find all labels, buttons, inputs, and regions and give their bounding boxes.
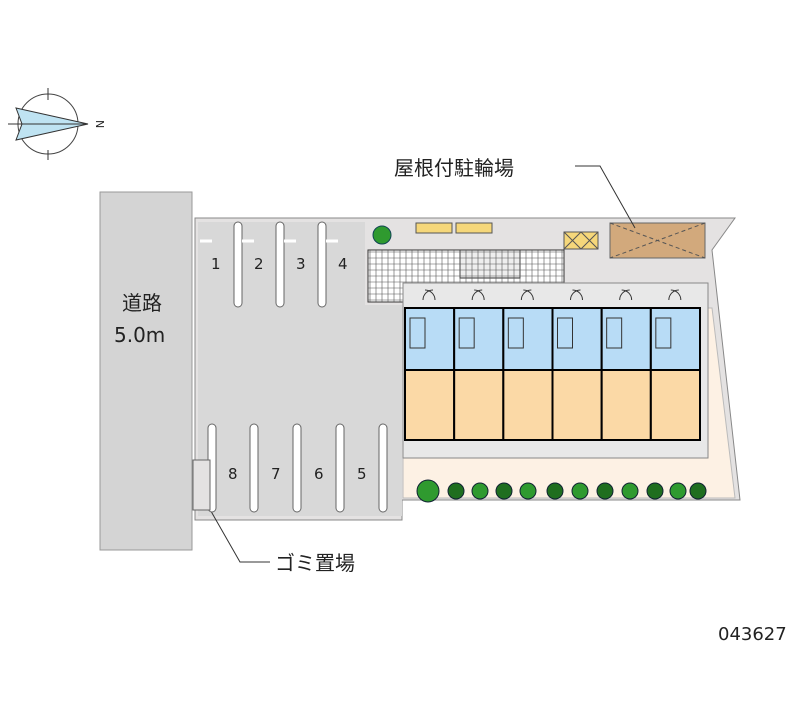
storage-box-icon (563, 231, 599, 250)
bicycle-parking-roof (609, 222, 706, 259)
parking-divider (317, 221, 327, 308)
parking-divider (378, 423, 388, 513)
bench-icon (415, 222, 453, 234)
apartment-unit (453, 289, 505, 441)
parking-area (198, 222, 402, 516)
tree-icon (372, 225, 392, 245)
tree-icon (447, 482, 465, 500)
parking-divider (275, 221, 285, 308)
leader-line (575, 165, 636, 229)
parking-space-number: 3 (296, 255, 306, 273)
property-id: 043627 (718, 624, 787, 645)
tree-icon (669, 482, 687, 500)
apartment-unit (551, 289, 603, 441)
apartment-unit (649, 289, 701, 441)
road-name: 道路 (122, 291, 162, 315)
apartment-unit (404, 289, 456, 441)
apartment-unit (502, 289, 554, 441)
tree-icon (546, 482, 564, 500)
leader-line (199, 491, 270, 563)
parking-space-number: 2 (254, 255, 264, 273)
parking-divider (233, 221, 243, 308)
tree-icon (416, 479, 440, 503)
parking-space-number: 8 (228, 465, 238, 483)
bench-icon (455, 222, 493, 234)
apartment-unit (600, 289, 652, 441)
parking-space-number: 4 (338, 255, 348, 273)
tree-icon (596, 482, 614, 500)
parking-space-number: 5 (357, 465, 367, 483)
road (99, 191, 193, 551)
parking-space-number: 7 (271, 465, 281, 483)
compass-north-label: N (93, 120, 106, 128)
tree-icon (571, 482, 589, 500)
tree-icon (495, 482, 513, 500)
parking-divider (249, 423, 259, 513)
parking-space-number: 1 (211, 255, 221, 273)
garbage-area-label: ゴミ置場 (275, 551, 355, 575)
bicycle-parking-label: 屋根付駐輪場 (394, 156, 514, 180)
tree-icon (646, 482, 664, 500)
road-width: 5.0m (114, 323, 165, 347)
tree-icon (471, 482, 489, 500)
parking-divider (292, 423, 302, 513)
compass-icon (8, 88, 89, 160)
tree-icon (689, 482, 707, 500)
parking-divider (335, 423, 345, 513)
tree-icon (519, 482, 537, 500)
garbage-area (192, 459, 211, 511)
tree-icon (621, 482, 639, 500)
parking-space-number: 6 (314, 465, 324, 483)
